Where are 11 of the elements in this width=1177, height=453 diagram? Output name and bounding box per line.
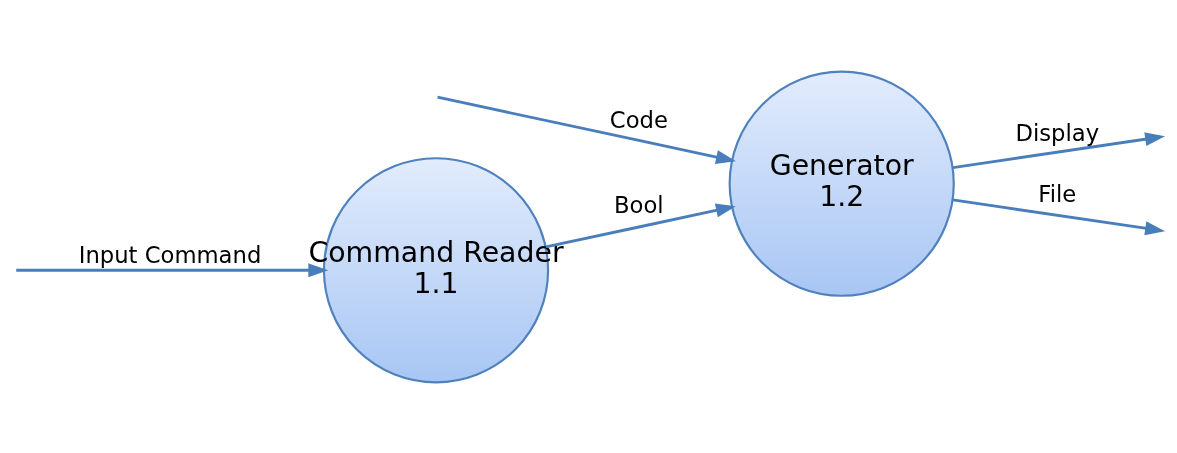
arrow [952, 198, 1166, 235]
arrow [16, 262, 329, 277]
node-circle: Generator 1.2 [728, 70, 955, 297]
arrow [952, 131, 1166, 169]
edge-label: Input Command [78, 241, 262, 268]
edge-label: Display [1015, 119, 1100, 146]
arrow [437, 95, 736, 164]
edge-label: File [1038, 180, 1077, 207]
arrow [545, 203, 736, 248]
edge-label: Code [609, 106, 668, 133]
edge-label: Bool [614, 191, 664, 218]
